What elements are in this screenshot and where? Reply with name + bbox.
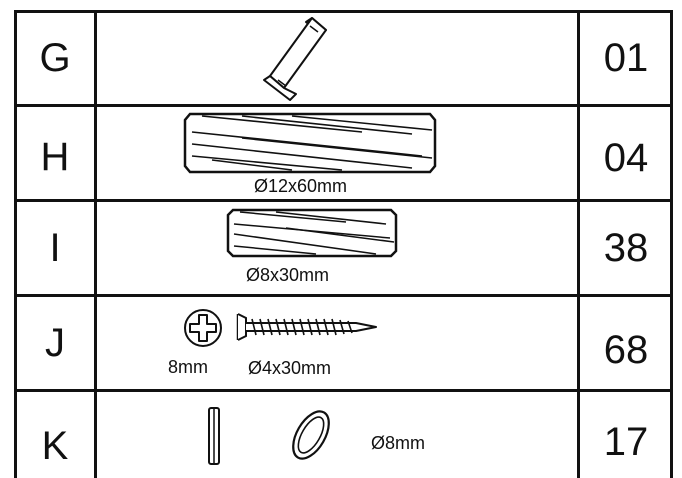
screw-head-size-label: 8mm: [168, 357, 208, 377]
hex-key-icon: [263, 17, 327, 101]
hardware-table: G 01 H 04 Ø12x60m: [14, 10, 673, 478]
screw-size-label: Ø4x30mm: [248, 358, 332, 378]
cap-side-view-icon: [208, 407, 220, 465]
screw-head-icon: [184, 309, 222, 347]
part-letter: J: [45, 320, 65, 365]
part-letter: G: [39, 36, 71, 80]
part-quantity: 68: [603, 327, 649, 372]
table-border-right: [670, 10, 673, 478]
cap-top-view-icon: [292, 410, 330, 460]
dowel-8x30-icon: [226, 208, 398, 258]
column-divider-quantity: [577, 10, 580, 478]
row-divider: [14, 294, 673, 297]
table-border-top: [14, 10, 673, 13]
part-quantity: 38: [603, 225, 649, 270]
dowel-size-label: Ø8x30mm: [246, 265, 330, 285]
cap-size-label: Ø8mm: [371, 433, 425, 453]
part-quantity: 17: [603, 419, 649, 464]
row-divider: [14, 389, 673, 392]
dowel-size-label: Ø12x60mm: [254, 176, 348, 196]
table-border-left: [14, 10, 17, 478]
part-letter: K: [41, 423, 69, 468]
part-letter: I: [49, 225, 61, 270]
column-divider-letter: [94, 10, 97, 478]
dowel-12x60-icon: [183, 112, 437, 174]
part-quantity: 01: [603, 36, 649, 80]
part-letter: H: [40, 134, 70, 179]
row-divider: [14, 199, 673, 202]
row-divider: [14, 104, 673, 107]
screw-icon: [236, 313, 377, 341]
part-quantity: 04: [603, 135, 649, 180]
